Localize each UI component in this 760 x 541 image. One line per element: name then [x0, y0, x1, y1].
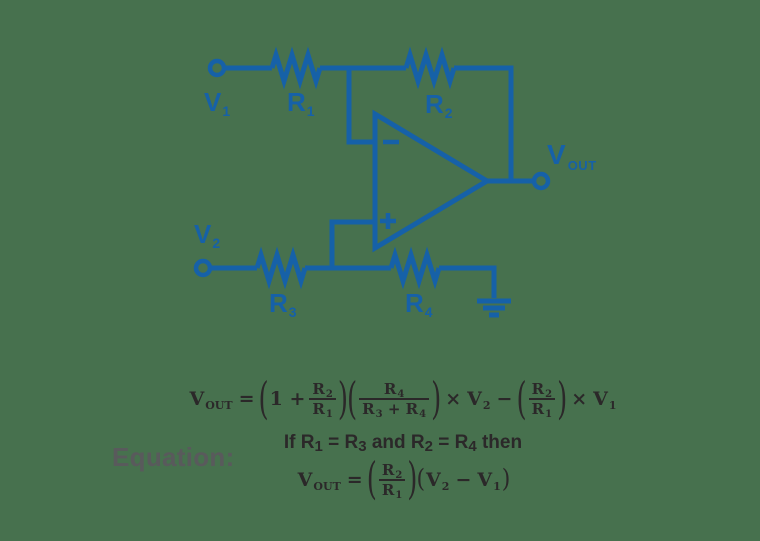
r3-label: R3: [269, 288, 297, 320]
opamp-triangle: [372, 109, 492, 253]
v1-label: V1: [204, 87, 231, 119]
multiply-sign: ×: [445, 388, 462, 411]
open-paren: (: [366, 454, 377, 506]
close-paren: ): [431, 374, 442, 426]
eq1-v1: V1: [593, 388, 617, 413]
vout-terminal-icon: [531, 171, 551, 191]
opamp-circuit-svg: [193, 46, 551, 318]
eq1-frac-r4-over-r3-plus-r4: R4 R3 + R4: [359, 380, 430, 420]
close-paren: ): [337, 374, 349, 426]
eq1-frac-r2-r1-second: R2 R1: [528, 380, 556, 420]
resistor-r2-zigzag: [403, 46, 457, 90]
close-paren: ): [557, 374, 568, 426]
eq1-vout: VOUT: [189, 388, 233, 413]
inverting-input-wire: [346, 68, 373, 145]
eq1-v2: V2: [467, 388, 491, 413]
wire-r4-to-ground: [439, 265, 497, 298]
open-paren: (: [258, 374, 269, 426]
r4-label: R4: [405, 288, 433, 320]
equation-block: VOUT = ( 1 + R2 R1 ) ( R4 R3 + R4 ) × V2…: [0, 374, 760, 503]
equation-line1: VOUT = ( 1 + R2 R1 ) ( R4 R3 + R4 ) × V2…: [189, 374, 617, 426]
minus-sign: −: [496, 388, 513, 411]
resistor-r4-zigzag: [388, 246, 442, 290]
eq3-frac-r2-r1: R2 R1: [378, 461, 406, 500]
minus-sign: −: [455, 468, 472, 491]
equation-condition-line: If R1 = R3 and R2 = R4 then: [283, 431, 523, 455]
eq3-v2: V2: [426, 468, 450, 493]
r1-label: R1: [287, 87, 315, 119]
open-paren: (: [347, 374, 358, 426]
equals-sign: =: [346, 468, 363, 491]
open-paren: (: [516, 374, 527, 426]
close-paren: ): [407, 454, 418, 506]
ground-icon: [477, 298, 511, 318]
noninverting-input-wire: [329, 219, 373, 268]
opamp-plus-icon: [380, 213, 396, 229]
equals-sign: =: [238, 388, 255, 411]
equation-heading: Equation:: [112, 442, 235, 472]
eq3-vout: VOUT: [297, 468, 341, 493]
v2-label: V2: [194, 219, 221, 251]
v2-terminal-icon: [193, 258, 213, 278]
resistor-r3-zigzag: [254, 246, 308, 290]
close-paren: ): [501, 465, 511, 495]
equation-line3: VOUT = ( R2 R1 ) ( V2 − V1 ): [297, 458, 511, 502]
resistor-r1-zigzag: [269, 46, 323, 90]
open-paren: (: [416, 465, 426, 495]
r2-label: R2: [425, 89, 453, 121]
eq1-one-plus: 1 +: [269, 388, 306, 411]
feedback-wire: [454, 65, 514, 181]
multiply-sign: ×: [571, 388, 588, 411]
eq3-v1: V1: [477, 468, 501, 493]
v1-terminal-icon: [207, 58, 227, 78]
eq1-frac-r2-r1: R2 R1: [309, 380, 336, 420]
